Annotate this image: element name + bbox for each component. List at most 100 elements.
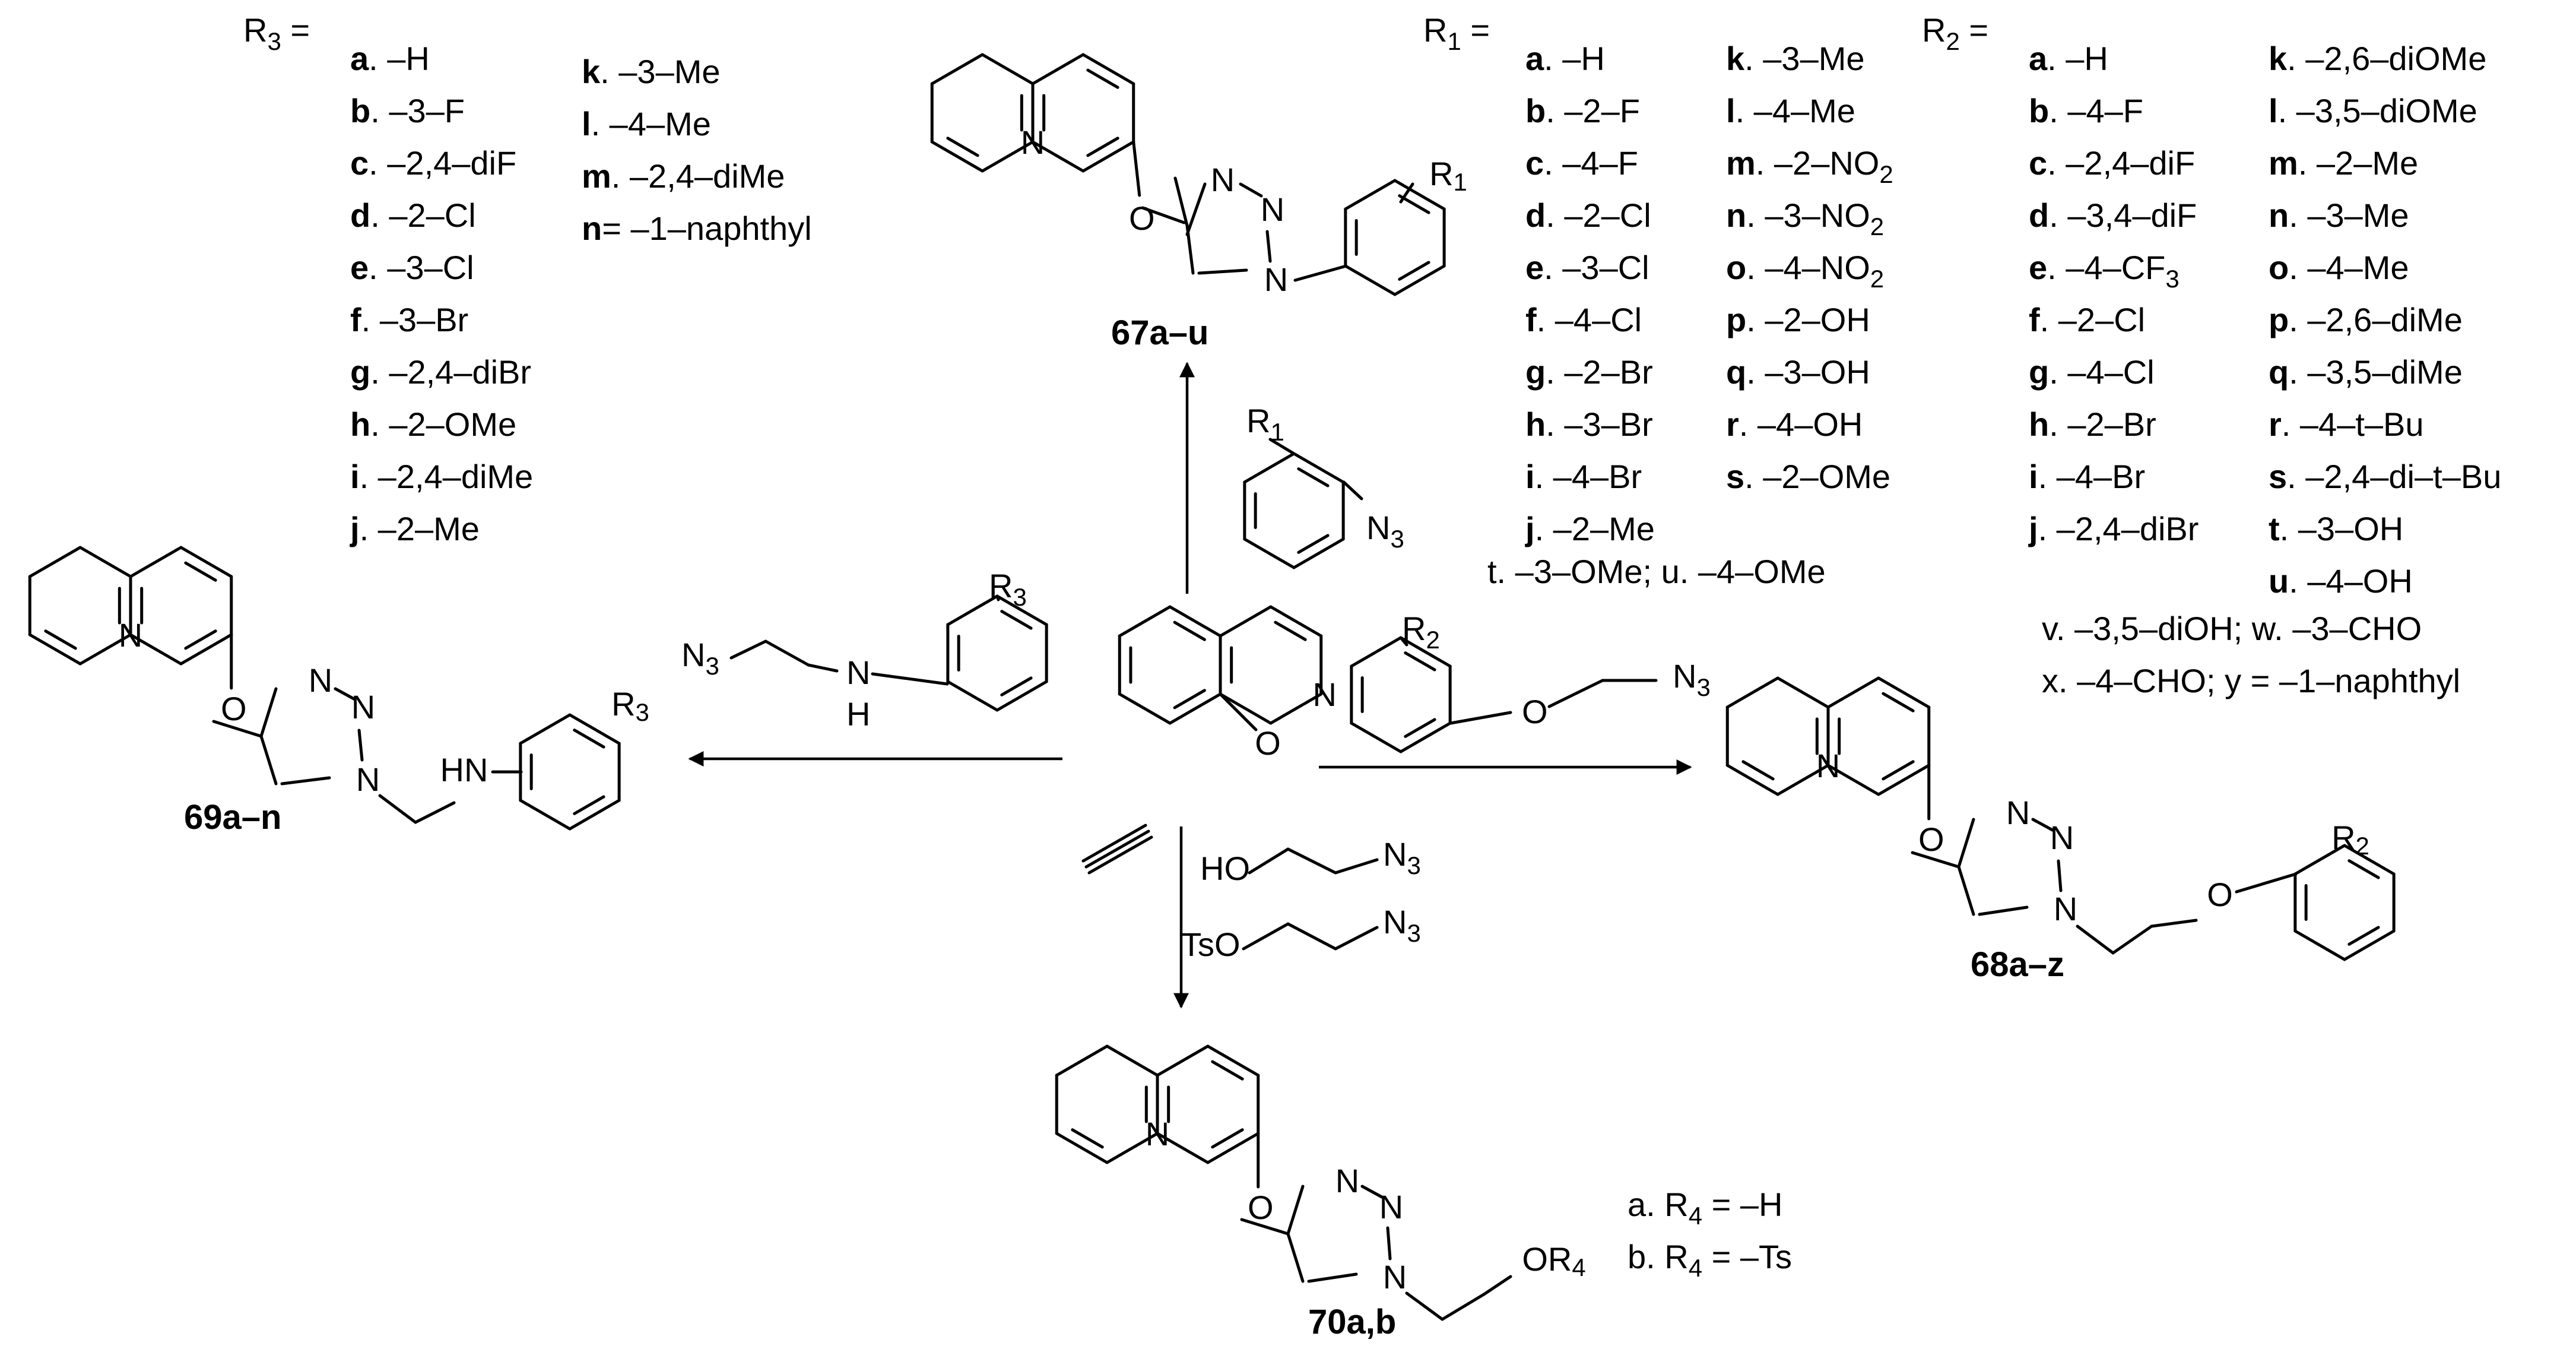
bond — [2150, 919, 2198, 928]
r3-item-e: e. –3–Cl — [350, 249, 474, 286]
bond — [2347, 926, 2380, 946]
bond — [1168, 692, 1222, 725]
ether-o-atom: O — [1918, 821, 1944, 858]
compound-68-label: 68a–z — [1971, 945, 2064, 984]
r2-item-u: u. –4–OH — [2269, 562, 2413, 600]
bond — [1725, 764, 1779, 796]
bond — [1081, 824, 1147, 863]
r3-item-j: j. –2–Me — [350, 510, 480, 547]
r3-item-m: m. –2,4–diMe — [582, 157, 785, 195]
compound-69-label: 69a–n — [184, 798, 281, 837]
r2-item-d: d. –3,4–diF — [2029, 197, 2197, 234]
r1-item-c: c. –4–F — [1525, 144, 1638, 182]
bond — [1286, 1185, 1305, 1236]
triazole-n-atom: N — [2050, 819, 2074, 856]
r3-item-a: a. –H — [350, 40, 430, 77]
r3-item-b: b. –3–F — [350, 92, 465, 129]
bond — [573, 729, 605, 749]
triazole-n-atom: N — [2054, 890, 2077, 927]
quinoline-n-atom: N — [1816, 747, 1840, 784]
bond — [378, 794, 417, 824]
bond — [1219, 605, 1273, 638]
reagent-down: HO N3 TsO N3 — [1181, 835, 1421, 963]
bond — [1482, 1275, 1512, 1296]
bond — [995, 594, 1048, 626]
r1-item-b: b. –2–F — [1525, 92, 1640, 129]
r1-item-p: p. –2–OH — [1726, 301, 1870, 338]
bond — [519, 713, 572, 745]
triazole-n-atom: N — [1383, 1258, 1407, 1296]
bond — [1344, 264, 1397, 296]
bond — [1206, 1044, 1260, 1077]
bond — [573, 795, 605, 815]
bond — [1243, 452, 1296, 484]
bond — [129, 546, 183, 578]
reagent-down-ho: HO — [1200, 850, 1250, 887]
bond — [981, 140, 1035, 173]
bond — [1000, 676, 1033, 696]
bond — [1398, 261, 1430, 281]
bond — [1342, 480, 1363, 501]
bond — [946, 680, 999, 712]
bond — [1350, 721, 1403, 753]
bond — [1877, 676, 1931, 709]
quinoline-n-atom: N — [1021, 124, 1045, 161]
r3-item-l: l. –4–Me — [582, 105, 711, 142]
r1-substituent-table: R1 = t. –3–OMe; u. –4–OMe a. –Hb. –2–Fc.… — [1423, 11, 1893, 590]
bond — [179, 546, 233, 578]
ether-o-atom: O — [1129, 200, 1155, 237]
r1-item-k: k. –3–Me — [1726, 40, 1865, 77]
r4-substituent-table: a. R4 = –H b. R4 = –Ts — [1628, 1186, 1792, 1282]
r2-item-i: i. –4–Br — [2029, 458, 2145, 495]
bond — [1185, 182, 1207, 236]
bond — [1449, 711, 1512, 725]
bond — [1168, 605, 1222, 638]
r3-item-h: h. –2–OMe — [350, 406, 516, 443]
bond — [568, 713, 621, 745]
bond — [357, 729, 364, 762]
bond — [1173, 176, 1189, 227]
bond — [764, 639, 810, 667]
bond — [1957, 865, 1975, 916]
r1-item-e: e. –3–Cl — [1525, 249, 1649, 286]
r1-item-r: r. –4–OH — [1726, 406, 1863, 443]
triazole-n-atom: N — [351, 688, 375, 726]
reagent-up-azide: N3 — [1366, 509, 1404, 553]
r1-item-d: d. –2–Cl — [1525, 197, 1651, 234]
bond — [1248, 847, 1290, 875]
bond — [259, 734, 278, 786]
ether-o-atom: O — [1248, 1189, 1274, 1226]
bond — [129, 633, 183, 666]
bond — [1084, 829, 1150, 869]
r1-extra: t. –3–OMe; u. –4–OMe — [1487, 553, 1826, 590]
r1-item-s: s. –2–OMe — [1726, 458, 1890, 495]
bond — [1086, 68, 1119, 89]
r2-item-g: g. –4–Cl — [2029, 353, 2155, 391]
bond — [1297, 467, 1330, 487]
r3-item-n: n= –1–naphthyl — [582, 210, 812, 247]
r4-item-a: a. R4 = –H — [1628, 1186, 1782, 1230]
r2-item-q: q. –3,5–diMe — [2269, 353, 2463, 391]
r1-item-o: o. –4–NO2 — [1726, 249, 1884, 293]
bond — [2031, 818, 2054, 832]
r1-item-m: m. –2–NO2 — [1726, 144, 1893, 188]
bond — [871, 672, 949, 686]
bond — [981, 53, 1035, 86]
reagent-down-tso: TsO — [1181, 926, 1241, 963]
compound-67-label: 67a–u — [1111, 314, 1208, 352]
bond — [179, 633, 233, 666]
bond-drawings — [28, 53, 2396, 1321]
r1-item-h: h. –3–Br — [1525, 406, 1653, 443]
bond — [995, 680, 1048, 712]
bond — [995, 594, 1000, 601]
bond — [1293, 264, 1348, 282]
bond — [1243, 537, 1296, 569]
r1-item-i: i. –4–Br — [1525, 458, 1642, 495]
bond — [1547, 679, 1604, 708]
reagent-left: N3 N H R3 — [681, 567, 1027, 733]
bond — [184, 561, 217, 582]
bond — [1957, 818, 1975, 869]
